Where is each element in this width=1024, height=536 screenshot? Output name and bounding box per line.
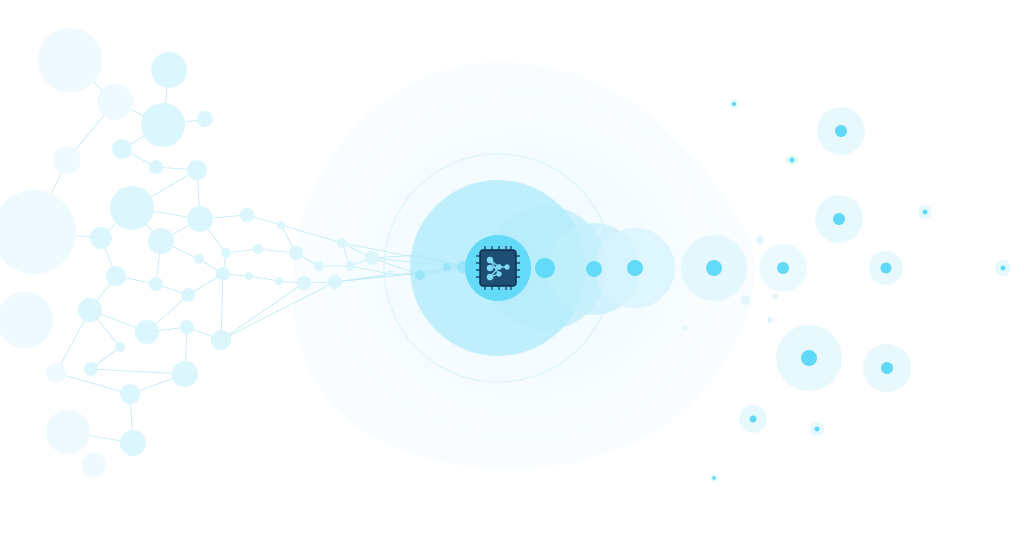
network-node	[141, 103, 185, 147]
scatter-node	[833, 213, 845, 225]
network-node	[187, 160, 207, 180]
network-node	[149, 277, 163, 291]
network-node	[0, 190, 76, 274]
network-node	[0, 292, 53, 348]
network-link	[349, 265, 391, 275]
network-node	[187, 206, 213, 232]
network-node	[221, 248, 231, 258]
faint-speck	[657, 237, 663, 243]
network-node	[386, 270, 394, 278]
pulse-dot-5	[777, 262, 789, 274]
processor-chip-icon	[476, 246, 520, 290]
network-node	[365, 251, 379, 265]
scatter-node	[881, 362, 893, 374]
network-node	[106, 266, 126, 286]
faint-speck	[756, 236, 764, 244]
scatter-node	[880, 262, 892, 274]
network-link	[225, 248, 259, 254]
network-node	[115, 342, 125, 352]
network-node	[120, 384, 140, 404]
network-node	[112, 139, 132, 159]
scatter-node	[814, 426, 820, 432]
network-node	[289, 246, 303, 260]
network-node	[151, 52, 187, 88]
network-node	[181, 288, 195, 302]
network-node	[135, 320, 159, 344]
network-node	[297, 276, 311, 290]
pulse-dot-1	[535, 258, 555, 278]
network-node	[53, 146, 81, 174]
network-link	[248, 275, 280, 282]
network-node	[84, 362, 98, 376]
network-node	[337, 238, 347, 248]
network-link	[220, 282, 305, 341]
network-node	[211, 330, 231, 350]
scatter-node	[835, 125, 847, 137]
faint-speck	[740, 295, 750, 305]
pulse-dot-4	[706, 260, 722, 276]
network-node	[314, 261, 324, 271]
network-node	[245, 272, 253, 280]
scatter-node	[749, 415, 757, 423]
network-link	[220, 281, 336, 341]
network-node	[277, 221, 285, 229]
network-node	[46, 363, 66, 383]
network-node	[345, 261, 355, 271]
network-node	[172, 361, 198, 387]
network-node	[328, 275, 342, 289]
network-link	[55, 372, 131, 395]
network-node	[46, 410, 90, 454]
network-node	[180, 320, 194, 334]
left-network-nodes	[0, 28, 469, 477]
neural-network-icon	[486, 256, 510, 281]
scatter-node	[732, 102, 736, 106]
network-node	[148, 228, 174, 254]
pulse-dot-2	[586, 261, 602, 277]
network-node	[240, 208, 254, 222]
faint-speck	[767, 317, 773, 323]
network-node	[149, 160, 163, 174]
faint-speck	[772, 293, 778, 299]
network-node	[97, 84, 133, 120]
network-node	[197, 111, 213, 127]
network-link	[220, 273, 224, 341]
scatter-node	[1000, 265, 1006, 271]
scatter-node	[789, 157, 795, 163]
network-link	[280, 224, 343, 244]
network-node	[253, 244, 263, 254]
right-scatter-nodes	[657, 99, 1011, 482]
network-node	[82, 453, 106, 477]
scatter-node	[712, 476, 716, 480]
network-node	[90, 227, 112, 249]
faint-speck	[682, 325, 688, 331]
network-node	[38, 28, 102, 92]
scatter-node	[801, 350, 817, 366]
network-node	[194, 254, 204, 264]
network-node	[78, 298, 102, 322]
scatter-node	[922, 209, 928, 215]
network-node	[275, 277, 283, 285]
pulse-dot-3	[627, 260, 643, 276]
network-link	[90, 368, 186, 375]
network-node	[110, 186, 154, 230]
network-node	[216, 267, 230, 281]
network-node	[120, 430, 146, 456]
